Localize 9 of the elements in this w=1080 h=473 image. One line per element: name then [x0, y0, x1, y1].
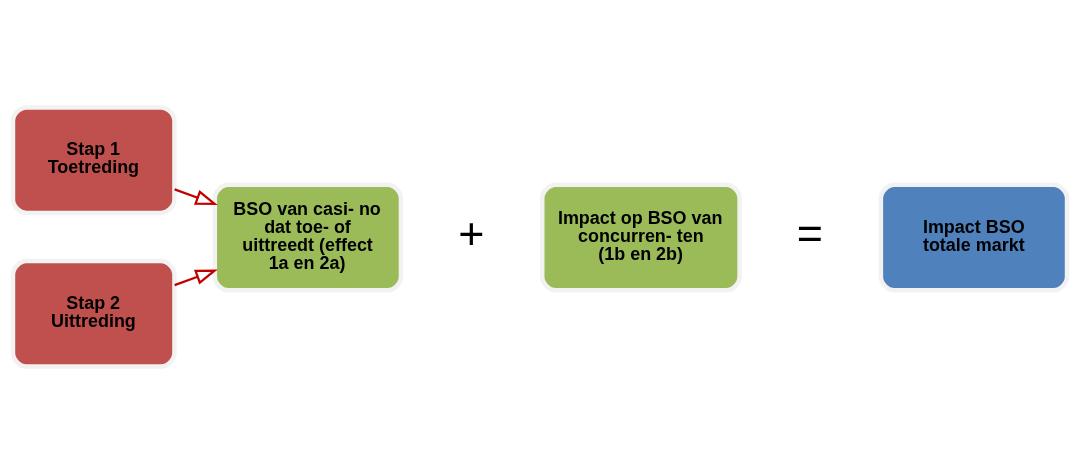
- node-box: BSO van casi- no dat toe- of uittreedt (effect 1a en 2a): [212, 182, 404, 292]
- arrow: [174, 269, 218, 286]
- arrow: [174, 187, 218, 205]
- node-box: Impact BSO totale markt: [878, 182, 1070, 292]
- node-box: Impact op BSO van concurren- ten (1b en 2b): [540, 182, 742, 292]
- node-box: Stap 1 Toetreding: [10, 104, 177, 215]
- node-box: Stap 2 Uittreding: [10, 258, 177, 369]
- label: =: [796, 207, 823, 259]
- label: +: [458, 207, 485, 259]
